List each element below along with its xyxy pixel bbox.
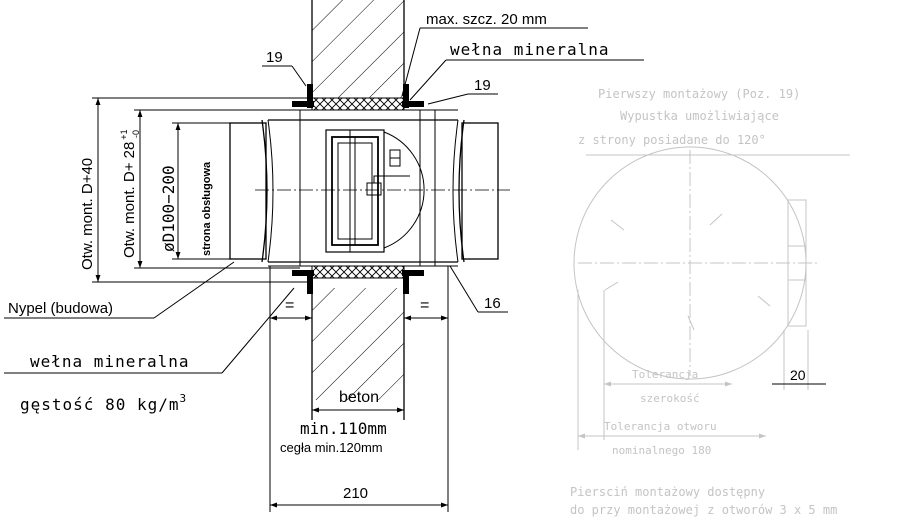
faint-note-mid-1: Tolerancja (632, 368, 698, 381)
mineral-wool-bottom-label: wełna mineralna (30, 352, 190, 371)
faint-note-bottom-2: do przy montażowej z otworów 3 x 5 mm (570, 503, 837, 517)
opening-inner-label: Otw. mont. D+ 28+1 (119, 129, 138, 258)
max-gap-label: max. szcz. 20 mm (426, 11, 547, 28)
wall-section (311, 0, 405, 420)
faint-note-low-2: nominalnego 180 (612, 444, 711, 457)
equal-left-label: = (285, 297, 294, 314)
position-19-left: 19 (266, 49, 283, 66)
faint-note-top-3: z strony posiadane do 120° (578, 133, 766, 147)
dim-20-label: 20 (790, 367, 806, 383)
density-label: gęstość 80 kg/m3 (20, 392, 187, 414)
nipple-label: Nypel (budowa) (8, 300, 113, 317)
faint-note-low-1: Tolerancja otworu (604, 420, 717, 433)
faint-note-bottom-1: Piersciń montażowy dostępny (570, 485, 765, 499)
service-side-label: strona obsługowa (201, 161, 213, 256)
faint-note-top-1: Pierwszy montażowy (Poz. 19) (598, 87, 800, 101)
damper-body (229, 109, 499, 267)
total-length-label: 210 (343, 485, 368, 502)
faint-front-view (573, 146, 850, 450)
position-16: 16 (484, 295, 501, 312)
mineral-wool-top-label: wełna mineralna (450, 40, 610, 59)
concrete-label: beton (339, 389, 379, 406)
min-concrete-label: min.110mm (300, 419, 387, 438)
position-19-right: 19 (474, 77, 491, 94)
mineral-wool-strip-top (311, 97, 405, 111)
faint-note-top-2: Wypustka umożliwiające (620, 109, 779, 123)
opening-outer-label: Otw. mont. D+40 (79, 158, 96, 270)
equal-right-label: = (420, 297, 429, 314)
dimension-lines (92, 97, 449, 512)
faint-note-mid-2: szerokość (640, 392, 700, 405)
min-brick-label: cegła min.120mm (280, 440, 383, 455)
diameter-label: øD100−200 (159, 165, 178, 252)
mineral-wool-strip-bottom (311, 265, 405, 279)
leader-lines (4, 27, 644, 374)
tolerance-minus-label: -0 (131, 130, 141, 138)
